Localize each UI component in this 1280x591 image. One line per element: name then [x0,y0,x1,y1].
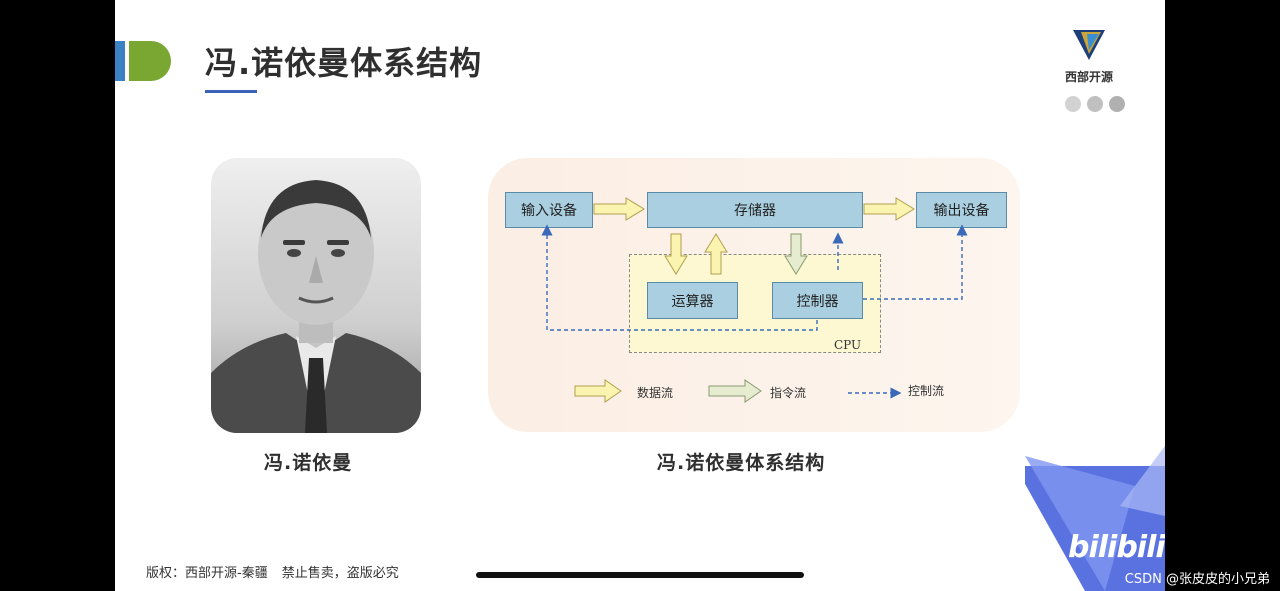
control-flow-line [541,224,818,331]
home-indicator[interactable] [476,572,804,578]
input-device-box: 输入设备 [505,192,593,228]
memory-box: 存储器 [647,192,863,228]
brand-name: 西部开源 [1064,70,1113,84]
copyright-owner: 版权：西部开源-秦疆 [146,566,268,581]
slide-title: 冯.诺依曼体系结构 [205,44,483,82]
pagination-dots [1065,96,1125,112]
cpu-label: CPU [834,338,862,352]
dot [1109,96,1125,112]
output-device-box: 输出设备 [916,192,1007,228]
legend-control-flow-label: 控制流 [908,384,945,398]
data-flow-arrow [863,197,915,221]
architecture-diagram: CPU 输入设备 存储器 输出设备 运算器 控制器 [488,158,1020,432]
copyright-text: 版权：西部开源-秦疆禁止售卖，盗版必究 [146,562,399,581]
title-underline [205,90,257,93]
slide-logo-bar [115,41,125,81]
diagram-arrows [541,197,968,403]
dot [1087,96,1103,112]
slide: 冯.诺依曼体系结构 西部开源 [115,0,1165,591]
instruction-flow-arrow [784,233,808,275]
diagram-caption: 冯.诺依曼体系结构 [657,452,826,474]
alu-box: 运算器 [647,282,738,319]
legend-instruction-flow-label: 指令流 [770,386,807,400]
copyright-notice: 禁止售卖，盗版必究 [281,566,399,581]
data-flow-arrow [704,233,728,275]
decorative-triangles [1025,446,1165,591]
legend-data-flow-arrow [574,379,622,403]
data-flow-arrow [664,233,688,275]
control-unit-box: 控制器 [772,282,863,319]
portrait-caption: 冯.诺依曼 [264,452,353,474]
portrait-photo [211,158,421,433]
legend-instruction-flow-arrow [708,379,762,403]
brand-logo: 西部开源 [1063,26,1115,85]
csdn-credit: CSDN @张皮皮的小兄弟 [1124,572,1270,587]
legend-data-flow-label: 数据流 [637,386,674,400]
control-flow-line [863,224,968,300]
bilibili-watermark: bilibili [1068,530,1165,565]
dot [1065,96,1081,112]
data-flow-arrow [593,197,645,221]
brand-triangle-icon [1073,30,1105,60]
slide-logo-shape [129,41,171,81]
